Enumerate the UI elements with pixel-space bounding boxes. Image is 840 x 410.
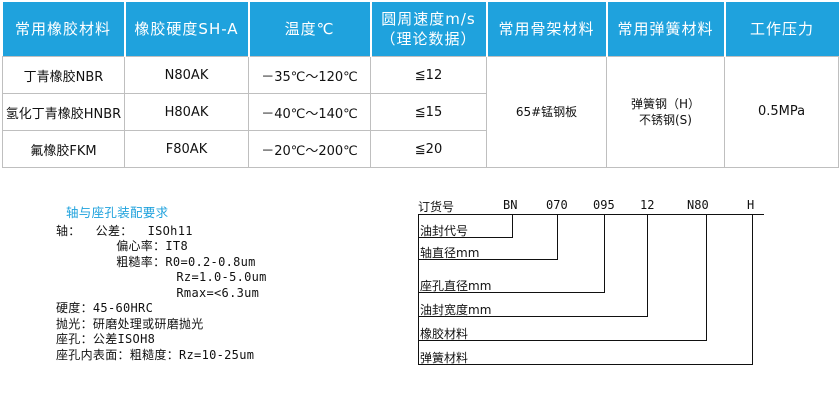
requirement-line: 偏心率：IT8 xyxy=(56,239,188,253)
field-seal-width: 油封宽度mm xyxy=(420,303,492,317)
header-hardness: 橡胶硬度SH-A xyxy=(124,2,250,57)
field-spring: 弹簧材料 xyxy=(420,351,469,365)
cell-material: 丁青橡胶NBR xyxy=(2,56,125,94)
connector-seal-width xyxy=(647,214,648,316)
requirement-line: 抛光：研磨处理或研磨抛光 xyxy=(56,316,204,331)
code-rubber: N80 xyxy=(687,198,709,212)
order-baseline xyxy=(418,214,764,215)
requirement-line: 粗糙率：R0=0.2-0.8um xyxy=(56,254,256,269)
table-row: 氢化丁青橡胶HNBR H80AK －40℃～140℃ ≦15 xyxy=(2,93,839,131)
cell-hardness: F80AK xyxy=(124,130,249,168)
spring-material-2: 不锈钢(S) xyxy=(639,113,692,127)
requirement-line: 轴： 公差： ISOh11 xyxy=(56,223,193,238)
cell-spring-material: 弹簧钢（H） 不锈钢(S) xyxy=(606,56,725,168)
underline-spring xyxy=(418,364,753,365)
field-rubber: 橡胶材料 xyxy=(420,327,469,341)
header-spring-material: 常用弹簧材料 xyxy=(606,2,726,57)
connector-seal-type xyxy=(512,214,513,237)
cell-hardness: H80AK xyxy=(124,93,249,131)
cell-material: 氟橡胶FKM xyxy=(2,130,125,168)
cell-speed: ≦12 xyxy=(370,56,487,94)
requirement-line: 硬度：45-60HRC xyxy=(56,301,154,315)
table-header-row: 常用橡胶材料 橡胶硬度SH-A 温度℃ 圆周速度m/s （理论数据） 常用骨架材… xyxy=(2,2,839,57)
cell-speed: ≦20 xyxy=(370,130,487,168)
requirement-line: 座孔内表面：粗糙度：Rz=10-25um xyxy=(56,347,255,362)
requirement-line: 座孔：公差ISOH8 xyxy=(56,332,156,346)
cell-hardness: N80AK xyxy=(124,56,249,94)
header-speed-line2: （理论数据） xyxy=(380,30,477,48)
order-number-label: 订货号 xyxy=(418,200,455,214)
header-pressure: 工作压力 xyxy=(724,2,839,57)
code-shaft-diameter: 070 xyxy=(546,198,568,212)
code-seal-width: 12 xyxy=(640,198,655,212)
requirement-line: Rmax=<6.3um xyxy=(56,285,260,300)
code-seal-type: BN xyxy=(503,198,518,212)
field-shaft-diameter: 轴直径mm xyxy=(420,246,480,260)
connector-spring xyxy=(752,214,753,364)
header-material: 常用橡胶材料 xyxy=(2,2,126,57)
code-spring: H xyxy=(747,198,755,212)
requirements-title: 轴与座孔装配要求 xyxy=(66,205,169,220)
cell-temperature: －20℃～200℃ xyxy=(248,130,371,168)
label-column-border xyxy=(418,214,419,364)
requirement-line: Rz=1.0-5.0um xyxy=(56,270,267,284)
table-row: 氟橡胶FKM F80AK －20℃～200℃ ≦20 xyxy=(2,130,839,168)
cell-speed: ≦15 xyxy=(370,93,487,131)
header-frame-material: 常用骨架材料 xyxy=(486,2,608,57)
spring-material-1: 弹簧钢（H） xyxy=(630,97,701,111)
table-row: 丁青橡胶NBR N80AK －35℃～120℃ ≦12 65#锰钢板 弹簧钢（H… xyxy=(2,56,839,168)
spec-table: 常用橡胶材料 橡胶硬度SH-A 温度℃ 圆周速度m/s （理论数据） 常用骨架材… xyxy=(2,2,839,168)
cell-pressure: 0.5MPa xyxy=(724,56,839,168)
field-bore-diameter: 座孔直径mm xyxy=(420,279,492,293)
header-speed: 圆周速度m/s （理论数据） xyxy=(370,2,488,57)
cell-temperature: －35℃～120℃ xyxy=(248,56,371,94)
header-temperature: 温度℃ xyxy=(248,2,372,57)
cell-material: 氢化丁青橡胶HNBR xyxy=(2,93,125,131)
code-bore-diameter: 095 xyxy=(593,198,615,212)
cell-frame-material: 65#锰钢板 xyxy=(486,56,607,168)
connector-shaft-diameter xyxy=(557,214,558,259)
connector-rubber xyxy=(706,214,707,340)
connector-bore-diameter xyxy=(604,214,605,292)
cell-temperature: －40℃～140℃ xyxy=(248,93,371,131)
header-speed-line1: 圆周速度m/s xyxy=(381,10,476,28)
field-seal-type: 油封代号 xyxy=(420,224,469,238)
assembly-requirements: 轴与座孔装配要求 轴： 公差： ISOh11 偏心率：IT8 粗糙率：R0=0.… xyxy=(56,205,267,363)
